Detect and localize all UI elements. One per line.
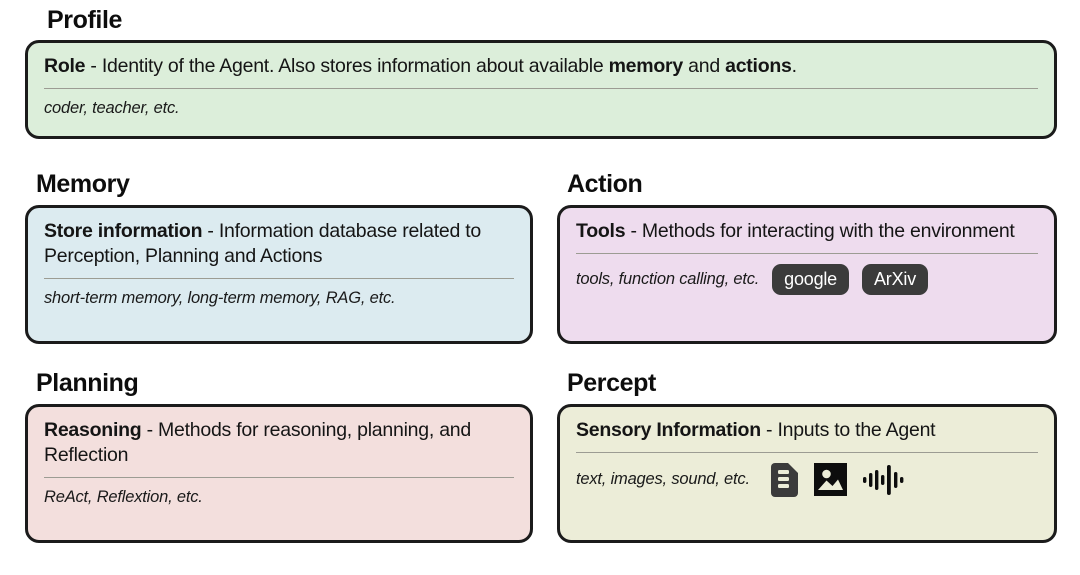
card-profile-term-memory: memory (608, 55, 684, 77)
card-planning-examples-text: ReAct, Reflextion, etc. (44, 487, 203, 506)
tool-chip-arxiv[interactable]: ArXiv (862, 263, 929, 296)
card-percept-headline: Sensory Information - Inputs to the Agen… (576, 418, 1038, 443)
card-action-headline: Tools - Methods for interacting with the… (576, 219, 1038, 244)
card-percept-divider (576, 451, 1038, 453)
card-planning: Reasoning - Methods for reasoning, plann… (25, 404, 533, 543)
card-action-examples: tools, function calling, etc. google ArX… (576, 263, 1038, 296)
section-title-profile: Profile (47, 6, 122, 34)
card-planning-divider (44, 476, 514, 478)
card-percept-examples: text, images, sound, etc. (576, 462, 1038, 497)
section-title-planning: Planning (36, 369, 139, 397)
card-profile-examples: coder, teacher, etc. (44, 99, 1038, 119)
card-memory-headline: Store information - Information database… (44, 219, 514, 269)
card-planning-headline: Reasoning - Methods for reasoning, plann… (44, 418, 514, 468)
card-memory: Store information - Information database… (25, 205, 533, 344)
waveform-icon (862, 464, 907, 496)
card-action-term: Tools (576, 220, 626, 242)
card-percept: Sensory Information - Inputs to the Agen… (557, 404, 1057, 543)
card-profile-term-actions: actions (725, 55, 792, 77)
card-action-divider (576, 252, 1038, 254)
card-action-examples-text: tools, function calling, etc. (576, 269, 760, 288)
section-title-action: Action (567, 170, 643, 198)
card-profile: Role - Identity of the Agent. Also store… (25, 40, 1057, 139)
card-percept-examples-text: text, images, sound, etc. (576, 470, 750, 489)
card-profile-headline: Role - Identity of the Agent. Also store… (44, 54, 1038, 79)
tool-chip-google[interactable]: google (772, 263, 849, 296)
card-percept-term: Sensory Information (576, 419, 761, 441)
card-profile-examples-text: coder, teacher, etc. (44, 98, 180, 117)
card-memory-examples-text: short-term memory, long-term memory, RAG… (44, 288, 396, 307)
image-icon (813, 463, 847, 497)
card-profile-desc-tail: . (791, 55, 797, 77)
card-memory-divider (44, 277, 514, 279)
section-title-percept: Percept (567, 369, 656, 397)
card-planning-desc: - Methods for reasoning, planning, and R… (44, 419, 471, 466)
card-planning-examples: ReAct, Reflextion, etc. (44, 488, 514, 508)
card-profile-desc-mid: and (682, 55, 726, 77)
card-profile-divider (44, 87, 1038, 89)
card-profile-desc: - Identity of the Agent. Also stores inf… (85, 55, 609, 77)
card-memory-examples: short-term memory, long-term memory, RAG… (44, 289, 514, 309)
card-planning-term: Reasoning (44, 419, 142, 441)
document-icon (770, 462, 798, 497)
section-title-memory: Memory (36, 170, 130, 198)
card-percept-desc: - Inputs to the Agent (760, 419, 936, 441)
card-profile-term: Role (44, 55, 86, 77)
card-action: Tools - Methods for interacting with the… (557, 205, 1057, 344)
percept-icon-row (770, 462, 907, 497)
card-memory-term: Store information (44, 220, 203, 242)
card-memory-desc: - Information database related to Percep… (44, 220, 482, 267)
card-action-desc: - Methods for interacting with the envir… (625, 220, 1015, 242)
